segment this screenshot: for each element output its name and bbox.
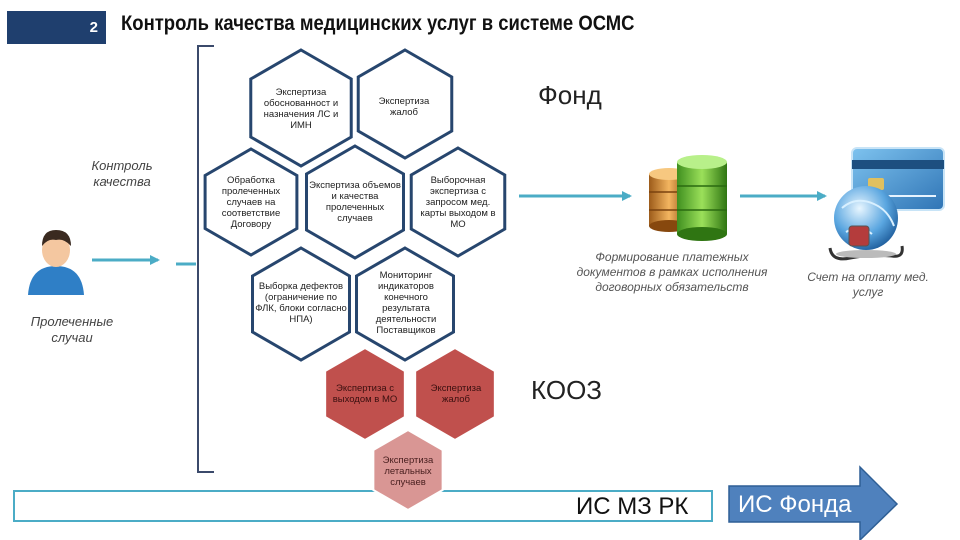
hexagon-1 — [249, 48, 353, 168]
globe-card-icon — [828, 147, 945, 261]
control-label: Контроль качества — [91, 158, 153, 189]
database-icon — [649, 155, 727, 241]
hexagon-7 — [355, 246, 455, 362]
hexagon-8 — [324, 346, 406, 442]
page-title: Контроль качества медицинских услуг в си… — [121, 12, 635, 35]
hex-text-7: Мониторинг индикаторов конечного результ… — [375, 270, 437, 336]
hexagon-3 — [203, 147, 299, 257]
hex-text-4: Экспертиза объемов и качества пролеченны… — [309, 180, 401, 224]
hexagon-5 — [409, 146, 507, 258]
hexagon-group — [203, 48, 507, 512]
kooz-label: КООЗ — [531, 375, 603, 405]
payment-docs-label: Формирование платежных документов в рамк… — [576, 250, 768, 294]
hexagon-9 — [414, 346, 496, 442]
hex-text-5: Выборочная экспертиза с запросом мед. ка… — [420, 174, 496, 230]
hex-text-2: Экспертиза жалоб — [378, 96, 430, 118]
isfund-label: ИС Фонда — [738, 491, 852, 518]
hex-text-8: Экспертиза с выходом в МО — [332, 383, 398, 405]
cases-label: Пролеченные случаи — [30, 314, 114, 345]
ismz-label: ИС МЗ РК — [576, 493, 689, 520]
fund-label: Фонд — [538, 80, 602, 110]
hexagon-2 — [356, 48, 454, 160]
person-icon — [28, 230, 84, 295]
invoice-label: Счет на оплату мед. услуг — [807, 270, 929, 299]
ismz-arrow — [13, 490, 713, 522]
hexagon-10 — [372, 428, 444, 512]
hex-text-1: Экспертиза обоснованност и назначения ЛС… — [263, 87, 339, 131]
hex-text-10: Экспертиза летальных случаев — [382, 454, 434, 488]
isfund-arrow — [728, 465, 899, 540]
hex-text-3: Обработка пролеченных случаев на соответ… — [221, 174, 281, 230]
bracket — [197, 45, 214, 473]
hex-text-6: Выборка дефектов (ограничение по ФЛК, бл… — [255, 281, 347, 325]
hex-text-9: Экспертиза жалоб — [430, 383, 482, 405]
hexagon-4 — [305, 144, 405, 260]
hexagon-6 — [251, 246, 351, 362]
slide-number: 2 — [7, 11, 106, 44]
